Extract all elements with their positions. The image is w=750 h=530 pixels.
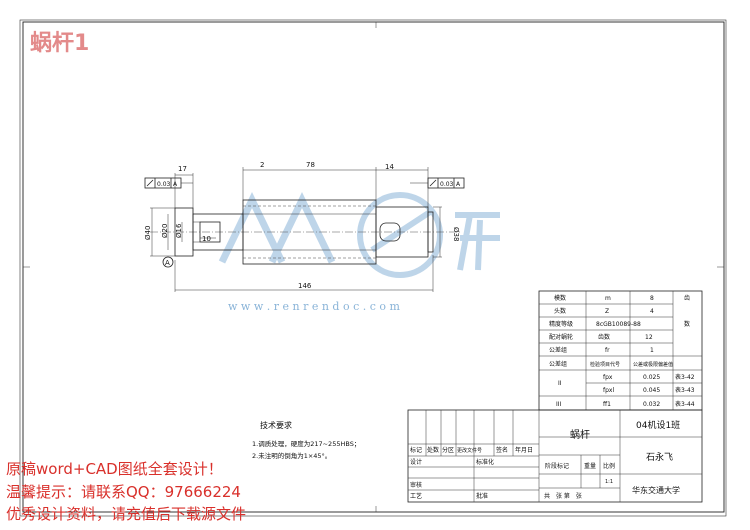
svg-text:fpxl: fpxl: [603, 387, 614, 394]
svg-text:Ø16: Ø16: [175, 223, 183, 238]
svg-text:17: 17: [178, 165, 187, 173]
svg-text:0.03: 0.03: [157, 181, 171, 188]
svg-text:表3-43: 表3-43: [675, 386, 695, 394]
svg-text:模数: 模数: [554, 294, 566, 302]
svg-text:年月日: 年月日: [515, 446, 533, 454]
svg-text:8cGB10089-88: 8cGB10089-88: [596, 321, 641, 328]
svg-text:蜗杆: 蜗杆: [570, 429, 590, 441]
svg-text:0.03: 0.03: [440, 181, 454, 188]
dimension-lines: [150, 167, 442, 292]
svg-text:Ø40: Ø40: [144, 226, 152, 240]
svg-text:华东交通大学: 华东交通大学: [632, 485, 680, 495]
svg-text:表3-42: 表3-42: [675, 373, 695, 381]
watermark-url: w w w . r e n r e n d o c . c o m: [228, 300, 400, 313]
dimension-texts: 17 2 78 14 146 Ø40 Ø20 Ø16 10 Ø38: [144, 161, 460, 290]
svg-text:III: III: [556, 401, 562, 408]
svg-text:A: A: [456, 181, 461, 188]
svg-text:10: 10: [202, 235, 211, 243]
svg-text:Z: Z: [605, 308, 609, 315]
svg-text:Ø20: Ø20: [161, 224, 169, 238]
svg-text:fr: fr: [605, 347, 610, 354]
svg-text:1: 1: [650, 347, 654, 354]
svg-text:fpx: fpx: [603, 374, 613, 381]
drawing-title: 蜗杆1: [30, 31, 89, 56]
svg-text:比例: 比例: [603, 462, 615, 470]
svg-text:公差组: 公差组: [549, 360, 567, 368]
svg-text:处数: 处数: [427, 446, 439, 454]
svg-text:146: 146: [298, 282, 312, 290]
svg-text:标准化: 标准化: [476, 458, 494, 466]
svg-text:精度等级: 精度等级: [549, 320, 573, 328]
svg-text:齿: 齿: [684, 294, 690, 302]
svg-text:签名: 签名: [496, 446, 508, 454]
svg-text:共 张 第 张: 共 张 第 张: [544, 492, 582, 500]
svg-text:A: A: [165, 259, 170, 267]
svg-text:12: 12: [645, 334, 653, 341]
svg-text:04机设1班: 04机设1班: [636, 419, 680, 431]
svg-text:0.032: 0.032: [643, 401, 660, 408]
svg-text:0.025: 0.025: [643, 374, 660, 381]
worm-parameter-table: 模数 m 8 头数 Z 4 精度等级 8cGB10089-88 配对蜗轮 齿数 …: [538, 290, 703, 411]
svg-text:标记: 标记: [410, 446, 422, 454]
svg-text:公差或极限偏差值: 公差或极限偏差值: [633, 361, 673, 368]
svg-text:审核: 审核: [410, 481, 422, 489]
outer-frame: [19, 19, 727, 517]
svg-text:温馨提示：请联系QQ：97666224: 温馨提示：请联系QQ：97666224: [6, 483, 241, 501]
svg-text:检验项目代号: 检验项目代号: [590, 361, 620, 368]
runout-tolerance-left: 0.03 A: [144, 177, 193, 189]
svg-text:ff1: ff1: [603, 401, 611, 408]
svg-text:技术要求: 技术要求: [260, 420, 292, 430]
svg-text:数: 数: [684, 320, 690, 328]
svg-text:II: II: [558, 380, 562, 387]
svg-text:分区: 分区: [442, 446, 454, 454]
download-notices: 原稿word+CAD图纸全套设计！ 温馨提示：请联系QQ：97666224 优秀…: [6, 460, 246, 523]
svg-text:A: A: [173, 181, 178, 188]
svg-text:8: 8: [650, 295, 654, 302]
svg-text:头数: 头数: [554, 307, 566, 315]
svg-text:设计: 设计: [410, 458, 422, 466]
worm-shaft-view: [150, 199, 460, 265]
svg-text:公差组: 公差组: [549, 346, 567, 354]
svg-text:78: 78: [306, 161, 315, 169]
svg-text:4: 4: [650, 308, 654, 315]
svg-text:配对蜗轮: 配对蜗轮: [549, 333, 573, 341]
svg-text:齿数: 齿数: [598, 333, 610, 341]
technical-requirements: 技术要求 1.调质处理，硬度为217~255HBS； 2.未注明的倒角为1×45…: [252, 420, 360, 460]
svg-text:表3-44: 表3-44: [675, 400, 695, 408]
svg-text:2: 2: [260, 161, 264, 169]
svg-text:Ø38: Ø38: [452, 227, 460, 241]
runout-tolerance-right: 0.03 A: [410, 177, 465, 189]
svg-text:0.045: 0.045: [643, 387, 660, 394]
svg-text:1.调质处理，硬度为217~255HBS；: 1.调质处理，硬度为217~255HBS；: [252, 439, 360, 448]
svg-text:更改文件号: 更改文件号: [457, 447, 482, 454]
svg-text:14: 14: [385, 163, 394, 171]
svg-text:重量: 重量: [584, 462, 596, 470]
svg-text:阶段标记: 阶段标记: [545, 462, 569, 470]
datum-a: A: [162, 256, 174, 268]
svg-text:工艺: 工艺: [410, 492, 422, 500]
svg-text:石永飞: 石永飞: [646, 451, 673, 463]
svg-text:2.未注明的倒角为1×45°。: 2.未注明的倒角为1×45°。: [252, 451, 331, 460]
svg-text:m: m: [605, 295, 611, 302]
svg-text:优秀设计资料，请充值后下载源文件: 优秀设计资料，请充值后下载源文件: [6, 505, 246, 523]
title-block: 标记 处数 分区 更改文件号 签名 年月日 设计 标准化 审核 工艺 批准 蜗杆…: [407, 409, 703, 503]
svg-text:批准: 批准: [476, 492, 488, 500]
svg-text:原稿word+CAD图纸全套设计！: 原稿word+CAD图纸全套设计！: [6, 460, 223, 478]
svg-text:1:1: 1:1: [605, 479, 613, 485]
